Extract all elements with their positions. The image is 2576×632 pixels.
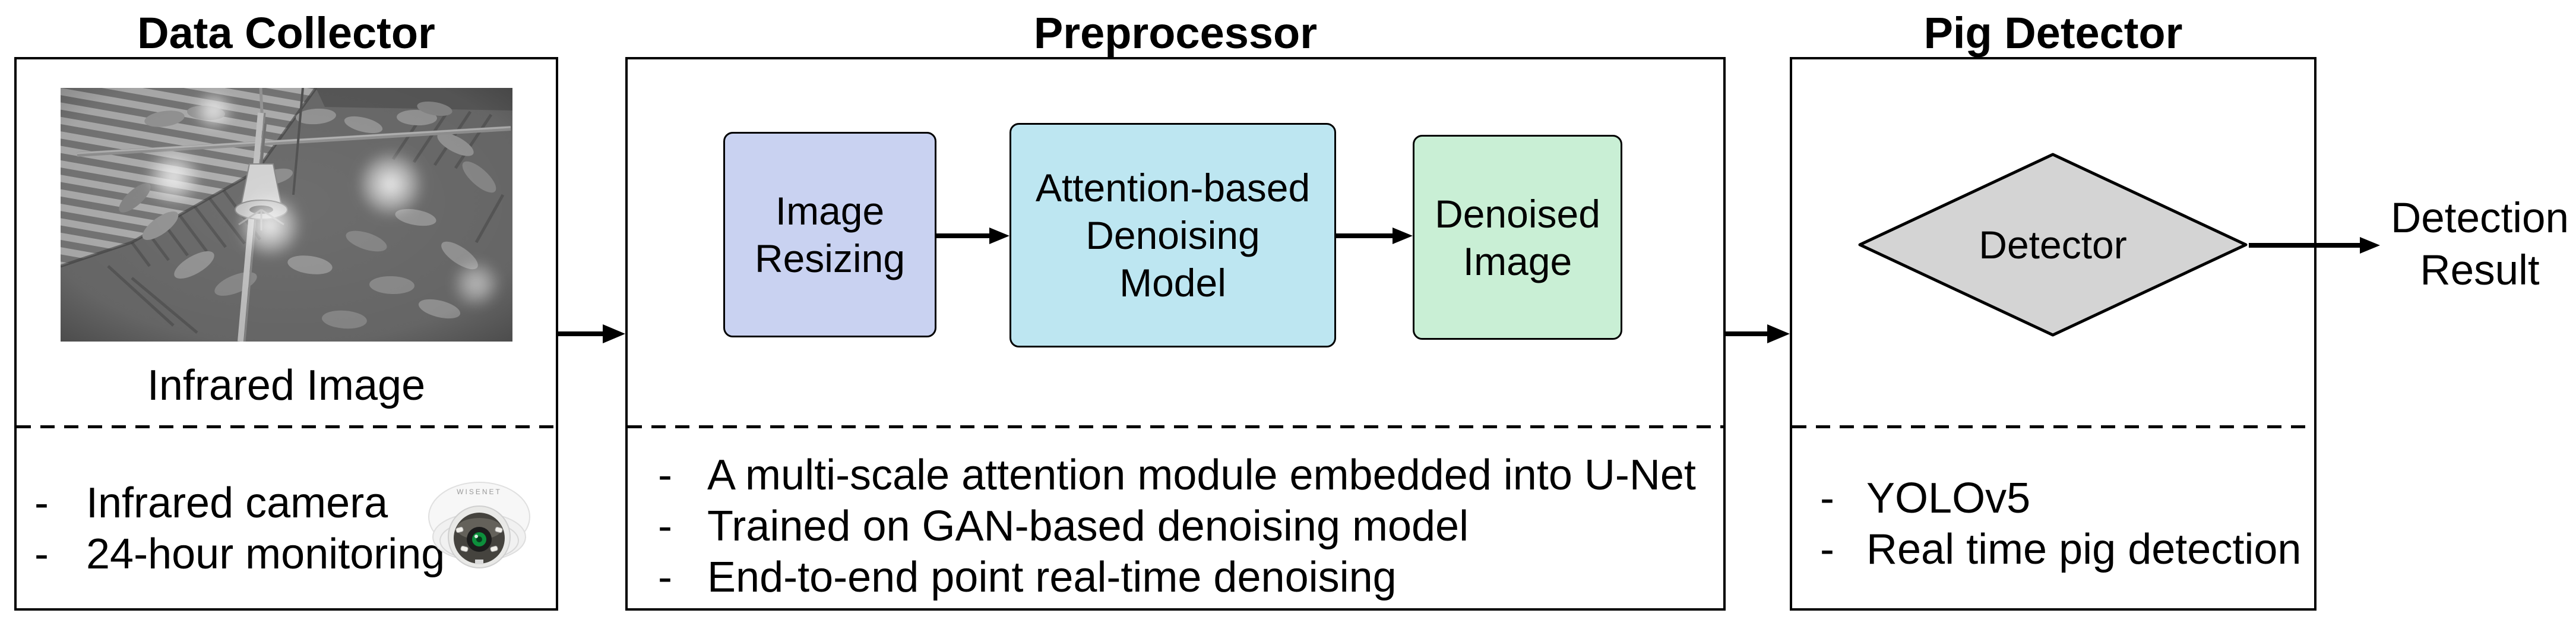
bullet-text: A multi-scale attention module embedded … <box>707 451 1696 499</box>
bullet-text: End-to-end point real-time denoising <box>707 554 1397 601</box>
arrow-denoise-to-denoised <box>1336 227 1413 245</box>
list-item: - Real time pig detection <box>1820 524 2301 575</box>
bullet-text: YOLOv5 <box>1866 475 2031 522</box>
list-item: - End-to-end point real-time denoising <box>658 552 1696 603</box>
detector-diamond-label: Detector <box>1979 223 2127 267</box>
bullet-text: Infrared camera <box>86 479 388 527</box>
box-label-line: Denoising <box>1086 213 1260 257</box>
bullet-dash: - <box>34 479 49 527</box>
infrared-image-caption: Infrared Image <box>147 362 426 409</box>
camera-brand-label: WISENET <box>457 488 502 496</box>
list-item: - YOLOv5 <box>1820 473 2301 524</box>
bullet-dash: - <box>1820 526 1834 573</box>
arrow-head <box>989 227 1009 244</box>
denoised-image-box: Denoised Image <box>1413 135 1622 340</box>
attention-denoising-model-box: Attention-based Denoising Model <box>1009 123 1336 347</box>
box-label-line: Denoised <box>1435 191 1600 236</box>
list-item: - Trained on GAN-based denoising model <box>658 501 1696 552</box>
arrow-shaft <box>936 233 989 238</box>
bullet-text: 24-hour monitoring <box>86 530 445 578</box>
pig-detector-separator <box>1792 425 2314 428</box>
arrow-shaft <box>2249 243 2360 248</box>
bullet-dash: - <box>658 503 672 550</box>
arrow-shaft <box>1336 233 1393 238</box>
bullet-dash: - <box>658 554 672 601</box>
box-label-line: Image <box>775 189 885 233</box>
list-item: - A multi-scale attention module embedde… <box>658 450 1696 501</box>
image-resizing-box: Image Resizing <box>723 132 936 337</box>
bullet-text: Real time pig detection <box>1866 526 2302 573</box>
box-label-line: Model <box>1119 261 1226 305</box>
arrow-head <box>1767 324 1790 343</box>
arrow-shaft <box>1726 331 1767 336</box>
detector-diamond <box>1858 153 2248 337</box>
list-item: - Infrared camera <box>34 478 445 529</box>
infrared-image <box>61 88 512 342</box>
bullet-text: Trained on GAN-based denoising model <box>707 503 1469 550</box>
box-label-line: Image <box>1463 239 1572 283</box>
arrow-head <box>603 324 625 343</box>
arrow-resize-to-denoise <box>936 227 1009 245</box>
bullet-dash: - <box>658 451 672 499</box>
preprocessor-separator <box>628 425 1723 428</box>
data-collector-bullets: - Infrared camera - 24-hour monitoring <box>34 478 445 580</box>
arrow-collector-to-preprocessor <box>557 324 625 343</box>
preprocessor-title: Preprocessor <box>1033 8 1318 58</box>
detection-result-label: Detection Result <box>2373 192 2576 297</box>
data-collector-title: Data Collector <box>137 8 435 58</box>
pig-detector-title: Pig Detector <box>1923 8 2183 58</box>
bullet-dash: - <box>1820 475 1834 522</box>
wisenet-dome-camera-icon: WISENET <box>428 482 530 568</box>
pig-detector-bullets: - YOLOv5 - Real time pig detection <box>1820 473 2301 575</box>
preprocessor-bullets: - A multi-scale attention module embedde… <box>658 450 1696 603</box>
list-item: - 24-hour monitoring <box>34 529 445 580</box>
arrow-head <box>2360 237 2380 254</box>
arrow-preprocessor-to-detector <box>1726 324 1790 343</box>
detection-result-line: Result <box>2420 247 2540 294</box>
data-collector-separator <box>17 425 556 428</box>
bullet-dash: - <box>34 530 49 578</box>
arrow-detector-to-result <box>2249 236 2380 254</box>
detection-result-line: Detection <box>2391 195 2569 242</box>
arrow-shaft <box>557 331 603 336</box>
box-label-line: Attention-based <box>1035 166 1311 210</box>
box-label-line: Resizing <box>754 236 906 280</box>
arrow-head <box>1393 227 1413 244</box>
